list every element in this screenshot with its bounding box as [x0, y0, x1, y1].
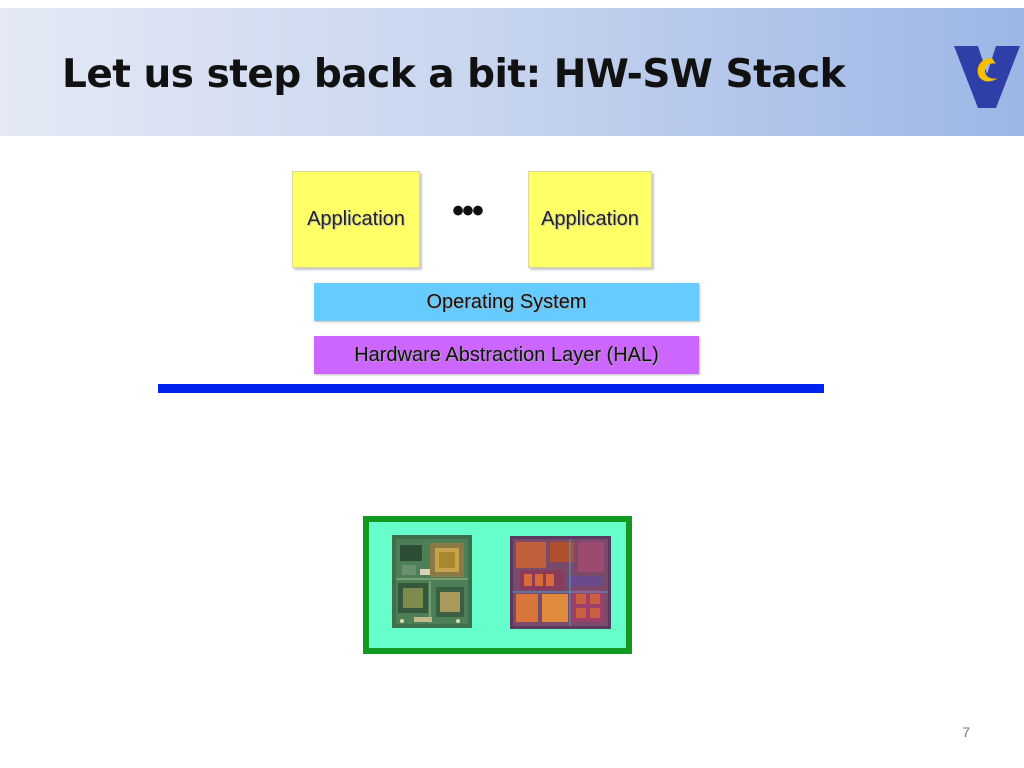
slide-title: Let us step back a bit: HW-SW Stack [62, 52, 846, 97]
circuit-board-image [392, 535, 472, 628]
hw-sw-boundary-line [158, 384, 824, 393]
university-logo [954, 46, 1020, 108]
application-box-right: Application [528, 171, 652, 268]
page-number: 7 [962, 724, 970, 740]
more-applications-ellipsis: ••• [452, 192, 484, 230]
chip-die-image [510, 536, 611, 629]
operating-system-layer: Operating System [314, 283, 699, 321]
application-box-left: Application [292, 171, 420, 268]
title-banner [0, 8, 1024, 136]
hal-layer: Hardware Abstraction Layer (HAL) [314, 336, 699, 374]
